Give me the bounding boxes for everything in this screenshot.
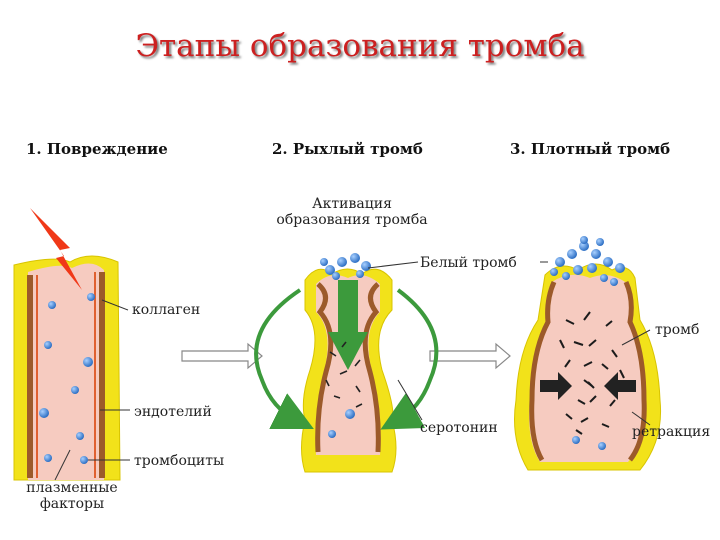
platelets-label: тромбоциты: [134, 453, 225, 469]
transition-arrow-2: [429, 342, 511, 370]
retraction-label: ретракция: [632, 424, 711, 440]
activation-label-line-2: образования тромба: [276, 212, 428, 228]
plasma-factors-line-1: плазменные: [26, 480, 118, 496]
white-thrombus-label: Белый тромб: [420, 255, 517, 271]
vessel-dense-thrombus: [514, 236, 662, 471]
retraction-arrow-right-icon: [604, 372, 636, 400]
plasma-factors-line-2: факторы: [39, 496, 105, 512]
fibrin-strands-2: [325, 341, 363, 408]
serotonin-label: серотонин: [420, 420, 498, 436]
fibrin-mesh-3: [559, 311, 625, 435]
vessel-injury: [13, 208, 121, 481]
plasma-factors-label: плазменные факторы: [14, 480, 130, 512]
platelets-2: [320, 253, 371, 438]
thrombus-label: тромб: [655, 322, 700, 338]
activation-label-line-1: Активация: [312, 196, 392, 212]
feedback-arrow-left-icon: [254, 288, 314, 429]
collagen-label: коллаген: [132, 302, 201, 318]
activation-label: Активация образования тромба: [262, 196, 442, 228]
activation-arrow-icon: [328, 280, 368, 370]
vessel-loose-thrombus: [254, 253, 439, 473]
retraction-arrow-left-icon: [540, 372, 572, 400]
platelets-1: [39, 293, 95, 464]
stage-2-label: 2. Рыхлый тромб: [272, 140, 423, 158]
page-title: Этапы образования тромба: [135, 28, 585, 64]
injury-icon: [30, 208, 82, 290]
stage-1-label: 1. Повреждение: [26, 140, 168, 158]
leader-lines: [54, 261, 651, 481]
transition-arrow-1: [181, 342, 263, 370]
feedback-arrow-right-icon: [380, 288, 439, 430]
stage-3-label: 3. Плотный тромб: [510, 140, 671, 158]
endothelium-label: эндотелий: [134, 404, 212, 420]
platelets-3: [550, 236, 625, 450]
